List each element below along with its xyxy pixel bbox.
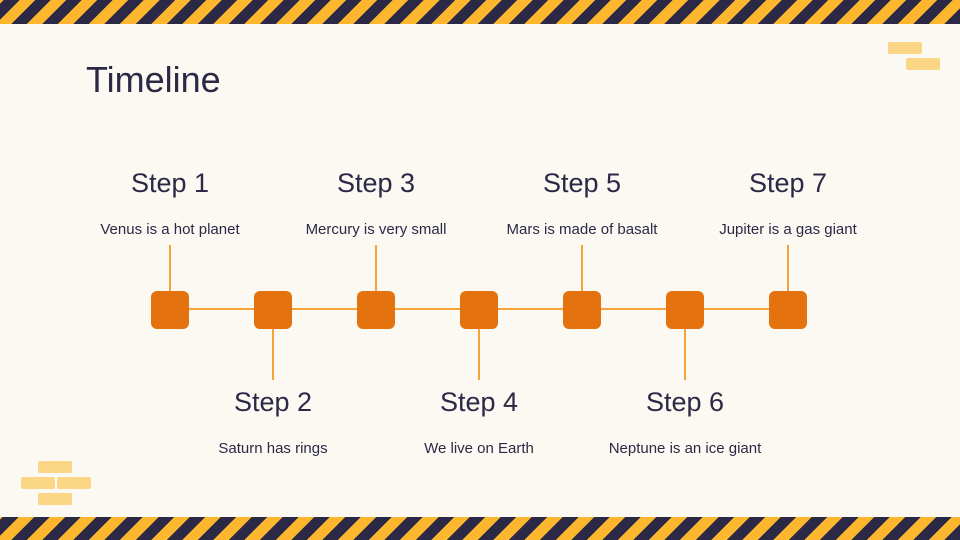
timeline-node [151, 291, 189, 329]
step-title: Step 7 [748, 168, 828, 198]
step-connector [787, 245, 789, 291]
step-title: Step 1 [130, 168, 210, 198]
timeline-node [460, 291, 498, 329]
step-connector [581, 245, 583, 291]
step-description: Venus is a hot planet [100, 221, 240, 238]
step-connector [478, 328, 480, 380]
hazard-stripe-top [0, 0, 960, 24]
step-title: Step 3 [336, 168, 416, 198]
step-connector [684, 328, 686, 380]
step-description: Mercury is very small [305, 221, 447, 238]
step-description: Neptune is an ice giant [608, 440, 762, 457]
step-title: Step 5 [542, 168, 622, 198]
brick-decoration [888, 42, 922, 54]
step-connector [375, 245, 377, 291]
brick-decoration [38, 461, 72, 473]
hazard-stripe-bottom [0, 517, 960, 540]
step-connector [272, 328, 274, 380]
brick-decoration [57, 477, 91, 489]
timeline-node [357, 291, 395, 329]
step-description: Mars is made of basalt [506, 221, 658, 238]
step-title: Step 2 [233, 387, 313, 417]
timeline-node [563, 291, 601, 329]
step-description: Jupiter is a gas giant [719, 221, 857, 238]
brick-decoration [906, 58, 940, 70]
brick-decoration [38, 493, 72, 505]
step-connector [169, 245, 171, 291]
timeline-node [769, 291, 807, 329]
step-title: Step 4 [439, 387, 519, 417]
slide-title: Timeline [86, 59, 221, 100]
timeline-node [666, 291, 704, 329]
step-description: Saturn has rings [218, 440, 328, 457]
step-title: Step 6 [645, 387, 725, 417]
timeline-node [254, 291, 292, 329]
brick-decoration [21, 477, 55, 489]
step-description: We live on Earth [424, 440, 534, 457]
